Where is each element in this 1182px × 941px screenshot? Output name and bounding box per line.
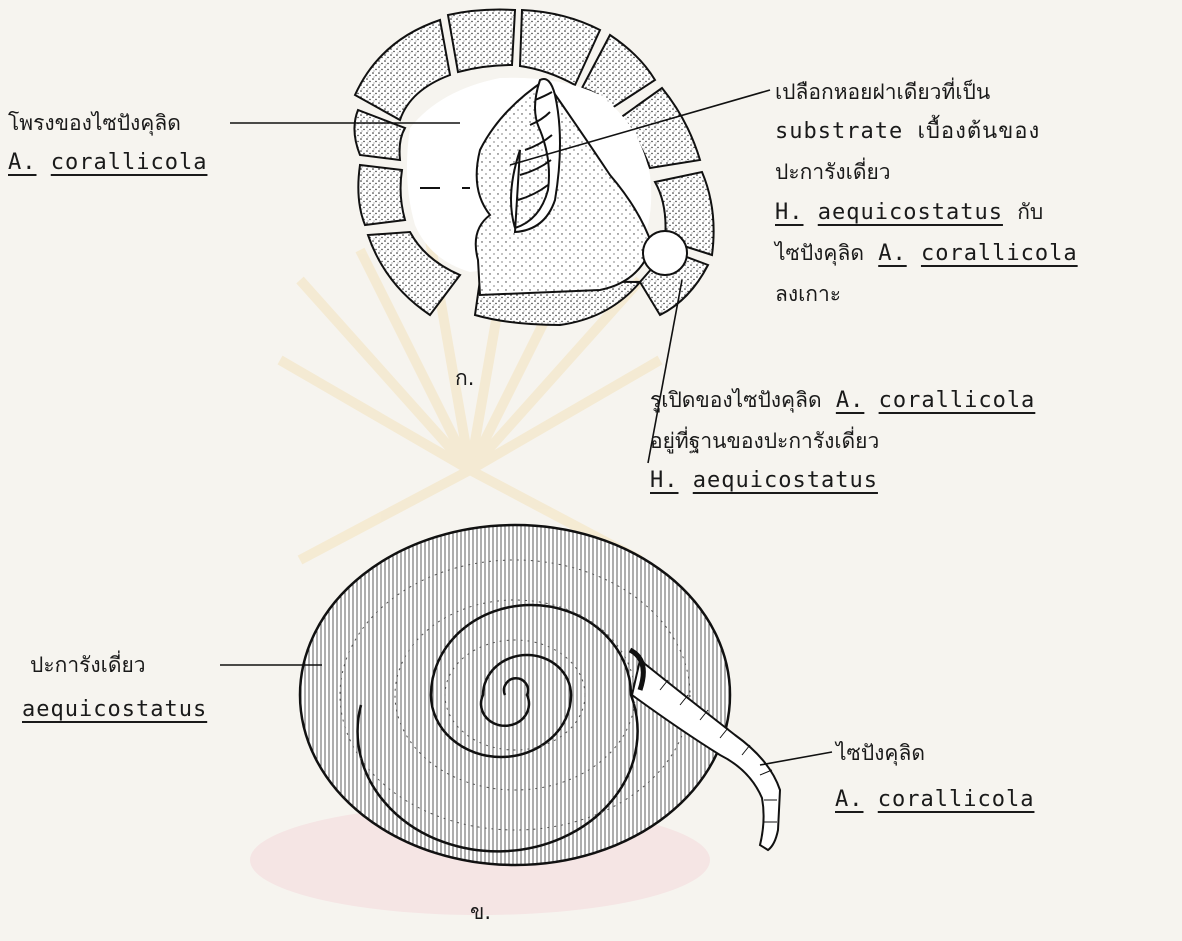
panel-b-label-right-species: A. corallicola [835,780,1034,820]
panel-b-drawing [300,525,780,865]
label-worm-text: ไซปังคุลิด [836,733,925,773]
panel-a-caption: ก. [455,358,474,399]
sipunculid-opening [643,231,687,275]
panel-a-label-right-bottom: รูเปิดของไซปังคุลิด A. corallicola อยู่ท… [650,380,1035,501]
label-shell-line6: ลงเกาะ [775,274,1078,314]
label-opening-genus: A. [836,388,865,413]
label-species-h: aequicostatus [818,200,1003,225]
panel-a-drawing [354,10,713,325]
label-genus: A. [8,150,37,175]
label-shell-line1: เปลือกหอยฝาเดียวที่เป็น [775,72,1078,112]
label-worm-species: corallicola [878,787,1035,812]
label-solitary-species: aequicostatus [22,697,207,722]
label-species-a2: corallicola [921,241,1078,266]
panel-a-label-left: โพรงของไซปังคุลิด A. corallicola [8,103,207,183]
panel-b-caption: ข. [470,892,491,933]
label-opening-species2: aequicostatus [693,468,878,493]
label-shell-line3: ปะการังเดี่ยว [775,152,1078,192]
label-worm-genus: A. [835,787,864,812]
panel-a-label-right-top: เปลือกหอยฝาเดียวที่เป็น substrate เบื้อง… [775,72,1078,314]
label-shell-line4-suffix: กับ [1017,200,1043,224]
panel-b-label-left: ปะการังเดี่ยว [30,645,146,685]
panel-b-label-right: ไซปังคุลิด [836,733,925,773]
label-genus-h: H. [775,200,804,225]
label-opening-species: corallicola [879,388,1036,413]
label-species: corallicola [51,150,208,175]
panel-b-label-left-species: aequicostatus [22,690,207,730]
label-solitary-coral: ปะการังเดี่ยว [30,645,146,685]
caption-a: ก. [455,366,474,390]
caption-b: ข. [470,900,491,924]
label-opening-prefix: รูเปิดของไซปังคุลิด [650,388,822,412]
label-opening-genus2: H. [650,468,679,493]
label-shell-line2: substrate เบื้องต้นของ [775,119,1040,144]
label-cavity-text: โพรงของไซปังคุลิด [8,103,207,143]
label-shell-line5-prefix: ไซปังคุลิด [775,241,864,265]
label-opening-line2: อยู่ที่ฐานของปะการังเดี่ยว [650,421,1035,461]
label-genus-a2: A. [878,241,907,266]
